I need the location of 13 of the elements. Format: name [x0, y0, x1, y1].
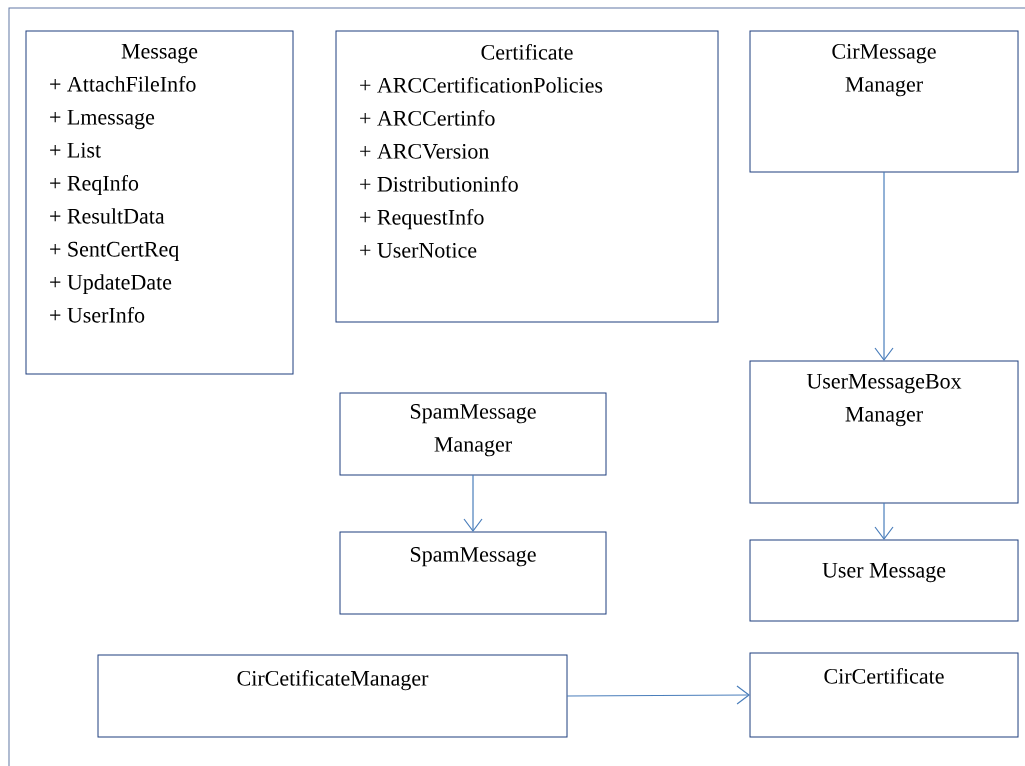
component-box: CirCetificateManager [97, 654, 568, 738]
class-box: Message + AttachFileInfo + Lmessage + List + ReqInfo + ResultData + SentCertReq + UpdateDate + UserInfo [25, 30, 294, 375]
component-box: CirCertificate [749, 652, 1019, 738]
component-box: SpamMessage [339, 531, 607, 615]
component-box: UserMessageBox Manager [749, 360, 1019, 504]
class-box: Certificate + ARCCertificationPolicies + ARCCertinfo + ARCVersion + Distributioninfo + RequestInfo + UserNotice [335, 30, 719, 323]
arrow [566, 685, 750, 705]
component-box: User Message [749, 539, 1019, 622]
component-box: SpamMessage Manager [339, 392, 607, 476]
arrow [874, 502, 894, 540]
arrow [463, 474, 483, 532]
arrow [874, 171, 894, 361]
component-box: CirMessage Manager [749, 30, 1019, 173]
